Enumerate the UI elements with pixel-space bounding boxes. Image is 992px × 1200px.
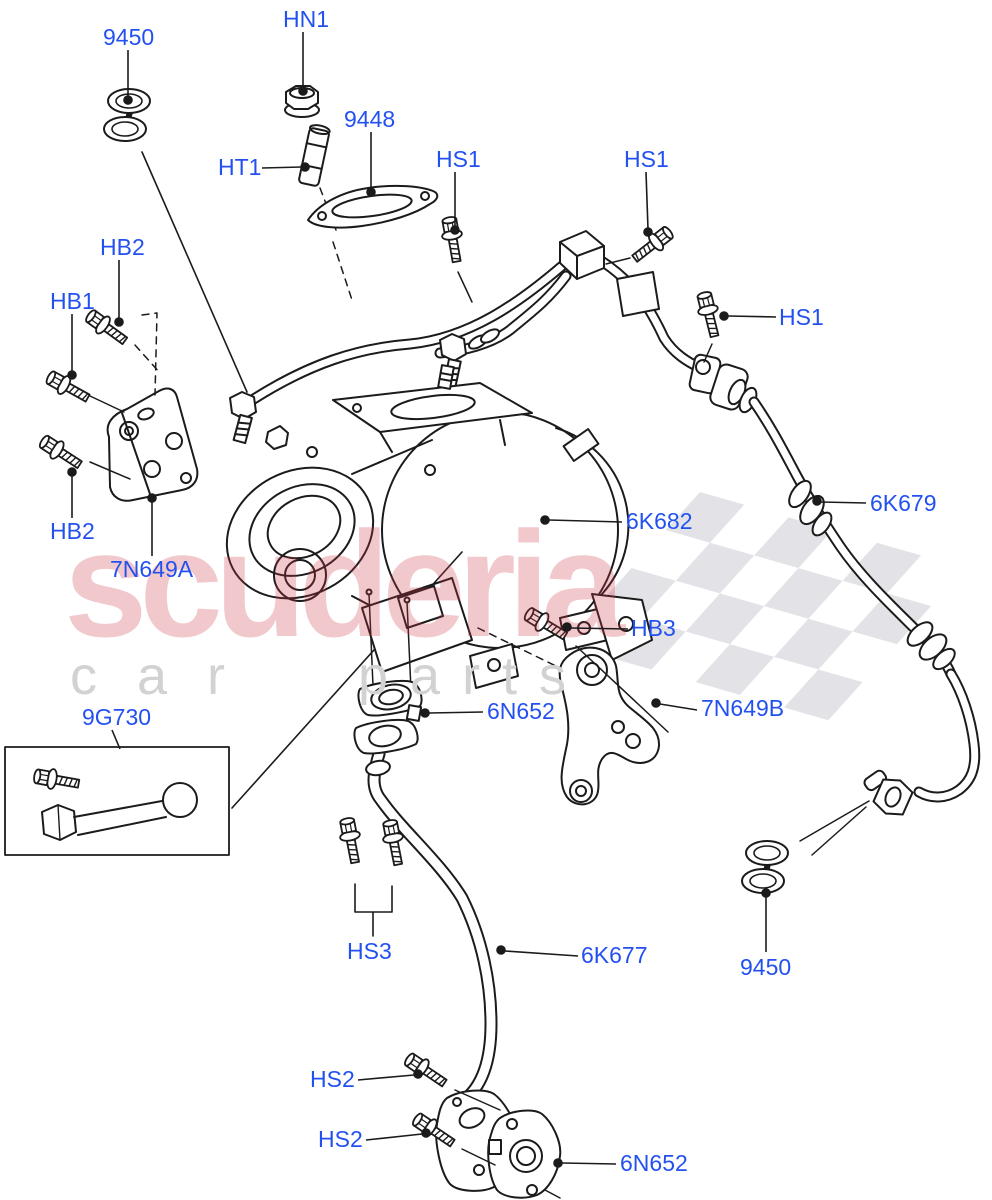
part-label-hs1-a[interactable]: HS1 bbox=[436, 146, 481, 172]
turbocharger-drawing bbox=[225, 364, 653, 689]
part-label-hs1-b[interactable]: HS1 bbox=[624, 146, 669, 172]
stud-drawing bbox=[298, 124, 331, 187]
bracket-b-drawing bbox=[558, 646, 661, 806]
part-label-9448[interactable]: 9448 bbox=[344, 106, 396, 132]
banjo-kit-drawing bbox=[4, 746, 230, 856]
watermark-word-parts: parts bbox=[358, 646, 588, 706]
part-label-ht1[interactable]: HT1 bbox=[218, 154, 262, 180]
part-label-hb3[interactable]: HB3 bbox=[631, 615, 676, 641]
return-flange-drawing bbox=[435, 1089, 562, 1199]
bracket-a-drawing bbox=[106, 387, 199, 502]
callout-lines bbox=[67, 32, 867, 1168]
part-label-hb2-a[interactable]: HB2 bbox=[100, 234, 145, 260]
axis-line-top bbox=[141, 151, 248, 393]
part-label-9450-top[interactable]: 9450 bbox=[103, 24, 155, 50]
watermark-brand: scuderia bbox=[64, 500, 627, 668]
part-label-7n649a[interactable]: 7N649A bbox=[110, 556, 194, 582]
part-label-6n652-b[interactable]: 6N652 bbox=[620, 1150, 688, 1176]
part-label-6k677[interactable]: 6K677 bbox=[581, 942, 648, 968]
nut-drawing bbox=[284, 85, 320, 118]
grommet-bottom-drawing bbox=[742, 841, 788, 893]
part-label-hs1-c[interactable]: HS1 bbox=[779, 304, 824, 330]
hose-drawing bbox=[748, 396, 981, 816]
part-label-6n652-a[interactable]: 6N652 bbox=[487, 698, 555, 724]
hs3-bracket-line bbox=[354, 883, 393, 937]
part-label-hn1[interactable]: HN1 bbox=[283, 6, 330, 32]
part-label-6k682[interactable]: 6K682 bbox=[626, 508, 693, 534]
line-art bbox=[4, 85, 981, 1199]
part-label-hs2-a[interactable]: HS2 bbox=[310, 1066, 355, 1092]
oil-drain-drawing bbox=[353, 588, 498, 1108]
part-label-hs2-b[interactable]: HS2 bbox=[318, 1126, 363, 1152]
part-label-6k679[interactable]: 6K679 bbox=[870, 490, 937, 516]
part-label-hb2-b[interactable]: HB2 bbox=[50, 518, 95, 544]
checkered-flag-watermark bbox=[597, 492, 932, 721]
part-label-9450-bottom[interactable]: 9450 bbox=[740, 954, 792, 980]
part-label-7n649b[interactable]: 7N649B bbox=[701, 695, 785, 721]
watermark-text: scuderia car parts bbox=[64, 500, 635, 706]
part-label-9g730[interactable]: 9G730 bbox=[82, 704, 152, 730]
part-label-hs3[interactable]: HS3 bbox=[347, 938, 392, 964]
part-label-hb1[interactable]: HB1 bbox=[50, 288, 95, 314]
watermark-word-car: car bbox=[70, 646, 265, 706]
